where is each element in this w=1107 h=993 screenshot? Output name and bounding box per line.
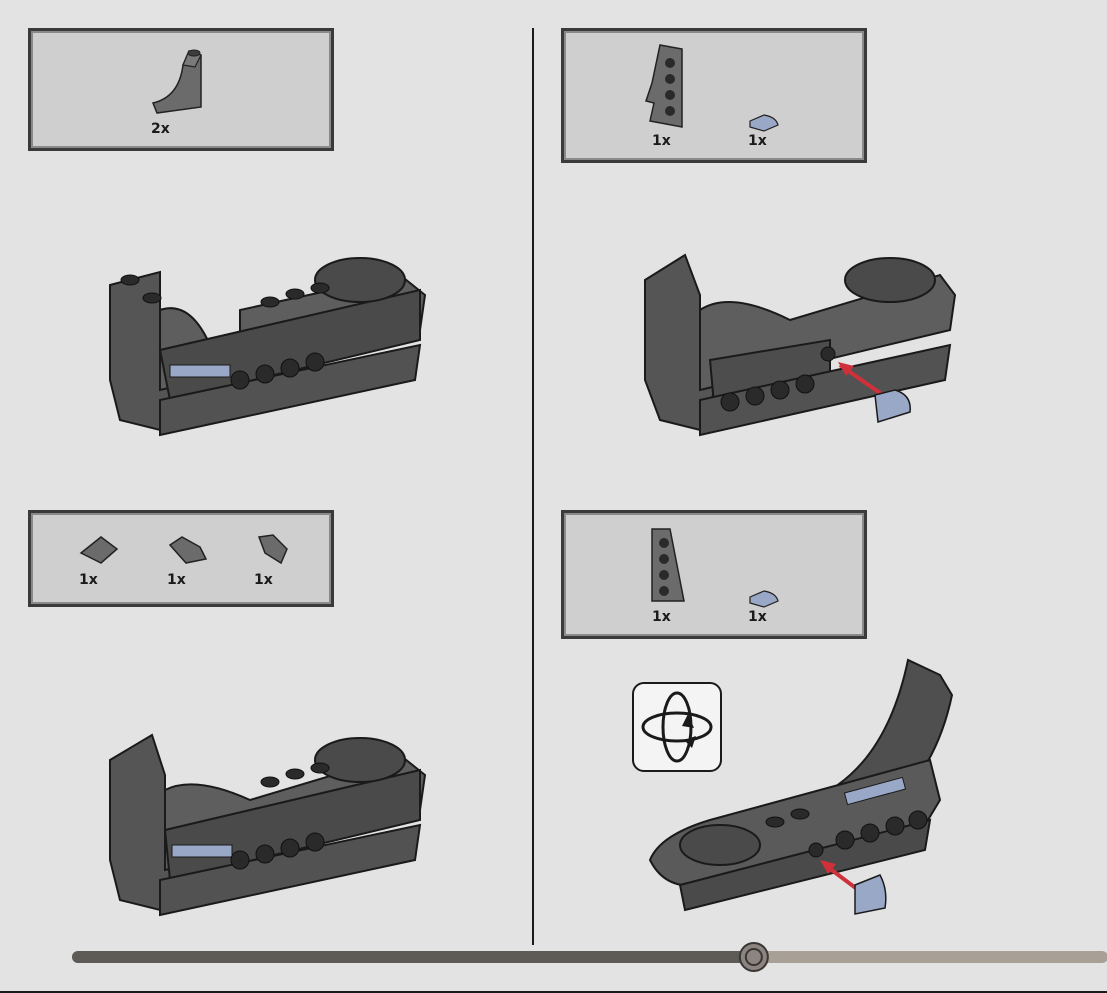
tile-quarter-round-blue-icon	[746, 113, 782, 133]
build-step4-model	[640, 650, 970, 920]
part-qty: 1x	[167, 572, 186, 588]
tile-quarter-round-blue-icon	[746, 589, 782, 609]
part-qty: 1x	[254, 572, 273, 588]
parts-callout-step2: 1x 1x	[561, 28, 867, 163]
part-qty: 1x	[748, 133, 767, 149]
clip-wedge-icon	[166, 533, 210, 569]
curved-slope-brick-icon	[149, 45, 209, 120]
wedge-plate-right-icon	[644, 525, 694, 605]
progress-handle[interactable]	[740, 943, 768, 971]
wedge-plate-left-icon	[642, 43, 692, 133]
part-qty: 1x	[79, 572, 98, 588]
build-step3-model	[100, 730, 430, 920]
part-qty: 1x	[748, 609, 767, 625]
clip-wedge-small-icon	[253, 531, 293, 567]
parts-callout-step4: 1x 1x	[561, 510, 867, 639]
part-qty: 2x	[151, 121, 170, 137]
build-step2-model	[640, 250, 970, 440]
part-qty: 1x	[652, 609, 671, 625]
parts-callout-step3: 1x 1x 1x	[28, 510, 334, 607]
parts-callout-step1: 2x	[28, 28, 334, 151]
build-step1-model	[100, 250, 430, 440]
part-qty: 1x	[652, 133, 671, 149]
step-progress-bar[interactable]	[0, 940, 1107, 974]
pyramid-slope-icon	[77, 533, 121, 567]
page-divider	[532, 28, 534, 945]
